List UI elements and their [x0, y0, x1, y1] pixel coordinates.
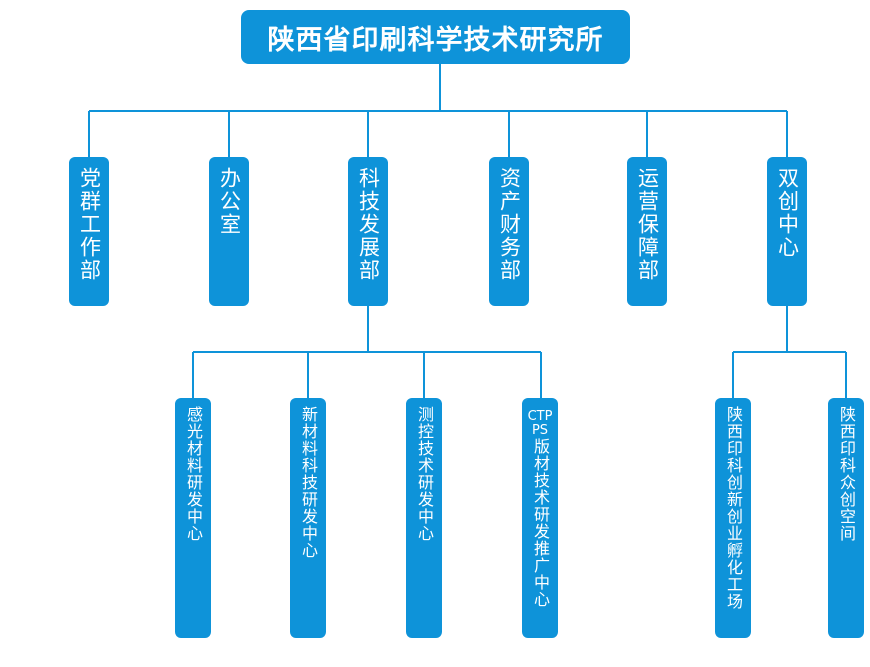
dept-label: 运营保障部: [635, 167, 660, 282]
dept-operations-support: 运营保障部: [627, 157, 667, 306]
dept-tech-development: 科技发展部: [348, 157, 388, 306]
dept-label: 办公室: [217, 167, 242, 236]
dept-label: 科技发展部: [356, 167, 381, 282]
center-label-latin-2: PS: [531, 423, 549, 438]
center-label-latin-1: CTP: [527, 409, 553, 424]
dept-label: 党群工作部: [77, 167, 102, 282]
center-label: 感光材料研发中心: [184, 406, 203, 542]
center-ctp-ps-plate: CTP PS 版材技术研发推广中心: [522, 398, 558, 638]
unit-maker-space: 陕西印科众创空间: [828, 398, 864, 638]
dept-label: 双创中心: [775, 167, 800, 259]
unit-label: 陕西印科众创空间: [837, 406, 856, 542]
dept-label: 资产财务部: [497, 167, 522, 282]
center-label: 测控技术研发中心: [415, 406, 434, 542]
dept-innovation-center: 双创中心: [767, 157, 807, 306]
unit-label: 陕西印科创新创业孵化工场: [724, 406, 743, 610]
center-label-cjk: 版材技术研发推广中心: [531, 438, 550, 608]
center-label: 新材料科技研发中心: [299, 406, 318, 559]
root-label: 陕西省印刷科学技术研究所: [267, 24, 604, 56]
dept-general-office: 办公室: [209, 157, 249, 306]
center-measurement-control: 测控技术研发中心: [406, 398, 442, 638]
dept-asset-finance: 资产财务部: [489, 157, 529, 306]
dept-party-affairs: 党群工作部: [69, 157, 109, 306]
center-new-materials: 新材料科技研发中心: [290, 398, 326, 638]
unit-incubation-workshop: 陕西印科创新创业孵化工场: [715, 398, 751, 638]
root-node: 陕西省印刷科学技术研究所: [241, 10, 630, 64]
center-photosensitive-materials: 感光材料研发中心: [175, 398, 211, 638]
